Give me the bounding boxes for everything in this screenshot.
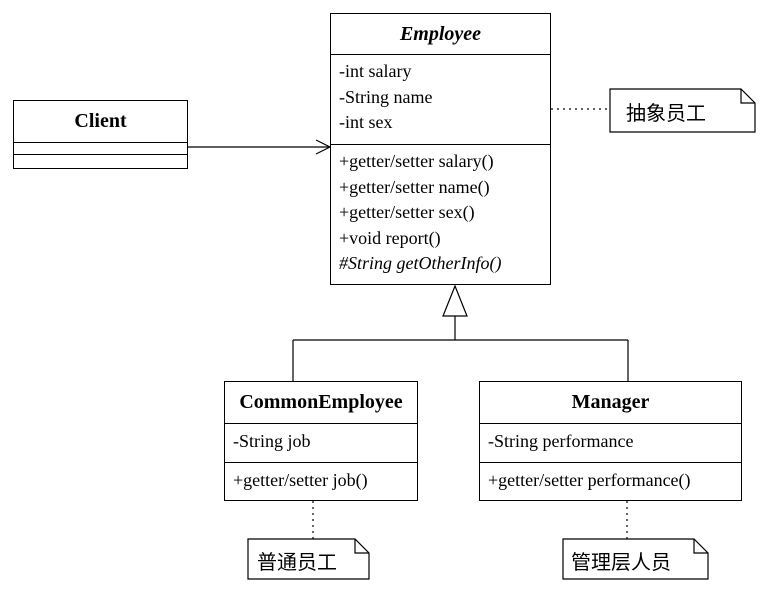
- common-employee-class: CommonEmployee -String job +getter/sette…: [224, 381, 418, 501]
- employee-operation: +getter/setter name(): [339, 176, 490, 197]
- employee-operation: +getter/setter salary(): [339, 151, 494, 171]
- employee-note-shape: [609, 88, 756, 133]
- employee-abstract-operation: #String getOtherInfo(): [339, 253, 502, 273]
- employee-attribute: -String name: [339, 86, 433, 107]
- manager-note-text: 管理层人员: [571, 550, 671, 574]
- common-employee-class-name: CommonEmployee: [225, 382, 417, 424]
- client-class-name: Client: [14, 101, 187, 143]
- common-employee-attribute: -String job: [233, 431, 311, 451]
- client-operations: [14, 155, 187, 168]
- manager-operations: +getter/setter performance(): [480, 463, 741, 494]
- common-employee-operations: +getter/setter job(): [225, 463, 417, 494]
- manager-note-shape: [562, 538, 709, 580]
- common-employee-attributes: -String job: [225, 424, 417, 463]
- employee-operation: +void report(): [339, 227, 441, 248]
- common-employee-note-shape: [247, 538, 370, 580]
- manager-operation: +getter/setter performance(): [488, 470, 691, 490]
- client-attributes: [14, 143, 187, 155]
- client-class: Client: [13, 100, 188, 169]
- employee-operation: +getter/setter sex(): [339, 202, 475, 222]
- manager-attributes: -String performance: [480, 424, 741, 463]
- manager-class: Manager -String performance +getter/sett…: [479, 381, 742, 501]
- employee-attribute: -int salary: [339, 61, 412, 81]
- employee-attributes: -int salary -String name -int sex: [331, 55, 550, 145]
- employee-operations: +getter/setter salary() +getter/setter n…: [331, 145, 550, 277]
- employee-attribute: -int sex: [339, 112, 393, 132]
- employee-note-text: 抽象员工: [626, 101, 706, 125]
- generalization-triangle: [442, 284, 468, 317]
- manager-attribute: -String performance: [488, 431, 634, 451]
- common-employee-note-text: 普通员工: [257, 550, 337, 574]
- manager-class-name: Manager: [480, 382, 741, 424]
- employee-class-name: Employee: [331, 14, 550, 55]
- common-employee-operation: +getter/setter job(): [233, 470, 368, 490]
- employee-class: Employee -int salary -String name -int s…: [330, 13, 551, 285]
